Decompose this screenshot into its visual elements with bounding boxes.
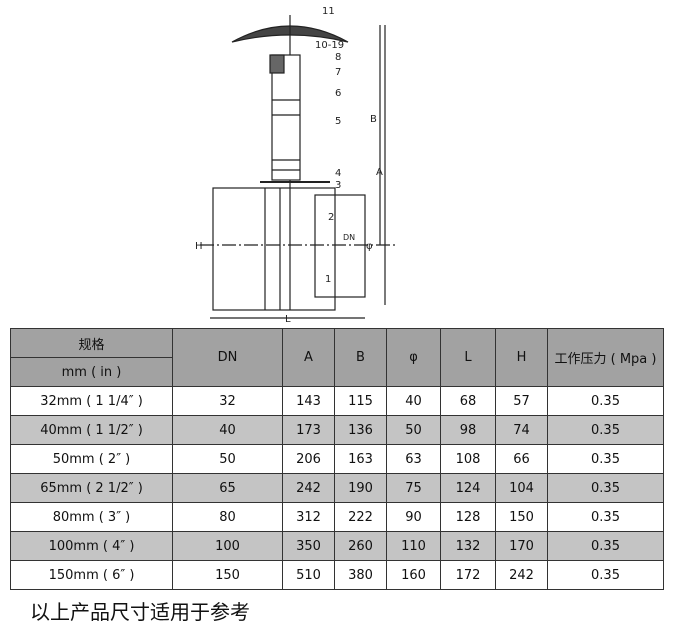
table-cell-cell: 132	[440, 531, 496, 561]
table-cell-cell: 150	[172, 560, 283, 590]
table-cell-cell: 170	[495, 531, 548, 561]
header-pressure: 工作压力 ( Mpa )	[547, 328, 664, 387]
table-cell-cell: 242	[495, 560, 548, 590]
table-cell-cell: 50	[172, 444, 283, 474]
valve-technical-drawing: 11 10-19 8 7 6 5 4 3 2 1 B A H L DN φ	[195, 6, 395, 325]
table-cell-cell: 115	[334, 386, 387, 416]
part-label: 1	[325, 274, 331, 285]
bonnet-column	[271, 54, 301, 181]
header-spec: 规格	[10, 328, 173, 358]
spec-table: 规格 DN A B φ L H 工作压力 ( Mpa ) mm ( in ) 3…	[10, 328, 664, 590]
table-cell-spec: 50mm ( 2″ )	[10, 444, 173, 474]
part-label: 2	[328, 212, 334, 223]
table-cell-cell: 136	[334, 415, 387, 445]
table-cell-cell: 143	[282, 386, 335, 416]
table-cell-cell: 100	[172, 531, 283, 561]
table-cell-cell: 40	[386, 386, 441, 416]
table-cell-cell: 150	[495, 502, 548, 532]
table-cell-cell: 190	[334, 473, 387, 503]
table-cell-cell: 0.35	[547, 444, 664, 474]
part-label: 5	[335, 116, 341, 127]
part-label: 6	[335, 88, 341, 99]
table-cell-cell: 50	[386, 415, 441, 445]
footnote-caption: 以上产品尺寸适用于参考	[30, 600, 250, 624]
header-spec-unit: mm ( in )	[10, 357, 173, 387]
part-label: 3	[335, 180, 341, 191]
table-cell-cell: 90	[386, 502, 441, 532]
dimension-label: A	[376, 167, 383, 178]
dimension-label: L	[285, 314, 291, 325]
table-cell-cell: 173	[282, 415, 335, 445]
table-cell-cell: 110	[386, 531, 441, 561]
table-cell-cell: 80	[172, 502, 283, 532]
table-cell-cell: 104	[495, 473, 548, 503]
table-cell-cell: 510	[282, 560, 335, 590]
part-label: 11	[322, 6, 335, 17]
table-cell-cell: 160	[386, 560, 441, 590]
table-cell-cell: 0.35	[547, 502, 664, 532]
part-label: 10-19	[315, 40, 344, 51]
table-cell-cell: 163	[334, 444, 387, 474]
valve-body	[212, 187, 336, 311]
table-cell-cell: 68	[440, 386, 496, 416]
table-cell-cell: 312	[282, 502, 335, 532]
dimension-label: B	[370, 114, 377, 125]
dimension-label: H	[195, 241, 203, 252]
table-cell-cell: 0.35	[547, 415, 664, 445]
part-label: 8	[335, 52, 341, 63]
table-cell-cell: 242	[282, 473, 335, 503]
table-cell-cell: 128	[440, 502, 496, 532]
table-cell-cell: 0.35	[547, 386, 664, 416]
table-cell-cell: 66	[495, 444, 548, 474]
table-cell-spec: 100mm ( 4″ )	[10, 531, 173, 561]
table-cell-cell: 0.35	[547, 560, 664, 590]
table-cell-cell: 222	[334, 502, 387, 532]
table-cell-spec: 40mm ( 1 1/2″ )	[10, 415, 173, 445]
table-cell-cell: 124	[440, 473, 496, 503]
table-cell-cell: 0.35	[547, 531, 664, 561]
header-dn: DN	[172, 328, 283, 387]
header-l: L	[440, 328, 496, 387]
table-cell-cell: 63	[386, 444, 441, 474]
dimension-label: φ	[366, 241, 373, 252]
table-cell-cell: 65	[172, 473, 283, 503]
header-phi: φ	[386, 328, 441, 387]
table-cell-spec: 65mm ( 2 1/2″ )	[10, 473, 173, 503]
table-cell-cell: 57	[495, 386, 548, 416]
part-label: 7	[335, 67, 341, 78]
part-label: 4	[335, 168, 341, 179]
table-cell-cell: 75	[386, 473, 441, 503]
table-cell-cell: 260	[334, 531, 387, 561]
table-cell-cell: 40	[172, 415, 283, 445]
header-b: B	[334, 328, 387, 387]
table-cell-cell: 350	[282, 531, 335, 561]
table-cell-spec: 80mm ( 3″ )	[10, 502, 173, 532]
dimension-label: DN	[343, 233, 355, 242]
table-cell-cell: 172	[440, 560, 496, 590]
table-cell-cell: 206	[282, 444, 335, 474]
table-cell-cell: 98	[440, 415, 496, 445]
table-cell-cell: 74	[495, 415, 548, 445]
table-cell-cell: 108	[440, 444, 496, 474]
table-cell-spec: 32mm ( 1 1/4″ )	[10, 386, 173, 416]
table-cell-cell: 32	[172, 386, 283, 416]
header-a: A	[282, 328, 335, 387]
table-cell-spec: 150mm ( 6″ )	[10, 560, 173, 590]
table-cell-cell: 0.35	[547, 473, 664, 503]
table-cell-cell: 380	[334, 560, 387, 590]
header-h: H	[495, 328, 548, 387]
